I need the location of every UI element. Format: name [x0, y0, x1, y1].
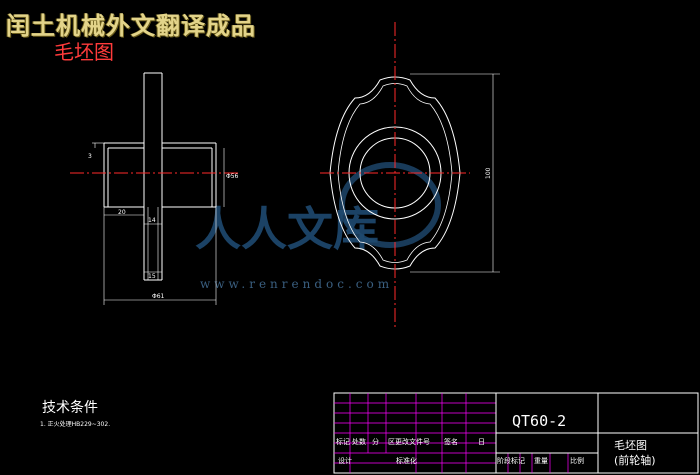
watermark-text: 人人文库: [195, 202, 379, 256]
row-label-signature: 签名: [444, 438, 458, 446]
design-label: 设计: [338, 457, 352, 465]
dim-diameter-label: Φ56: [226, 173, 239, 180]
dim-front-height-label: 100: [485, 167, 492, 179]
dim-neck-label: 14: [148, 217, 156, 224]
side-view: [103, 72, 217, 281]
weight-label: 重量: [534, 457, 548, 465]
row-label-mark: 标记: [336, 438, 350, 446]
dim-height-label: 3: [88, 153, 92, 160]
standardization-label: 标准化: [396, 457, 417, 465]
tech-conditions-note: 1. 正火处理HB229~302.: [40, 421, 111, 428]
side-dimensions: [92, 142, 225, 305]
blank-label: 毛坯图: [54, 40, 114, 64]
row-label-zone: 分: [372, 438, 379, 446]
front-dimensions: [410, 73, 500, 273]
row-label-count: 处数: [352, 438, 366, 446]
watermark-url: www.renrendoc.com: [200, 277, 393, 291]
part-name: 毛坯图: [614, 439, 647, 452]
header-banner: 闰土机械外文翻译成品: [6, 12, 256, 40]
part-subtitle: (前轮轴): [614, 454, 656, 467]
material-label: QT60-2: [512, 412, 567, 430]
tech-conditions-title: 技术条件: [42, 400, 98, 416]
dim-bottom-label: 15: [148, 273, 156, 280]
row-label-date: 日: [478, 438, 485, 446]
dim-overall-label: Φ61: [152, 293, 165, 300]
scale-label: 比例: [570, 457, 584, 465]
row-label-change-doc: 区更改文件号: [388, 438, 430, 446]
dim-left-width-label: 20: [118, 209, 126, 216]
stage-mark-label: 阶段标记: [497, 457, 525, 465]
watermark: 人人文库 www.renrendoc.com: [195, 162, 441, 291]
title-block: [333, 392, 699, 474]
